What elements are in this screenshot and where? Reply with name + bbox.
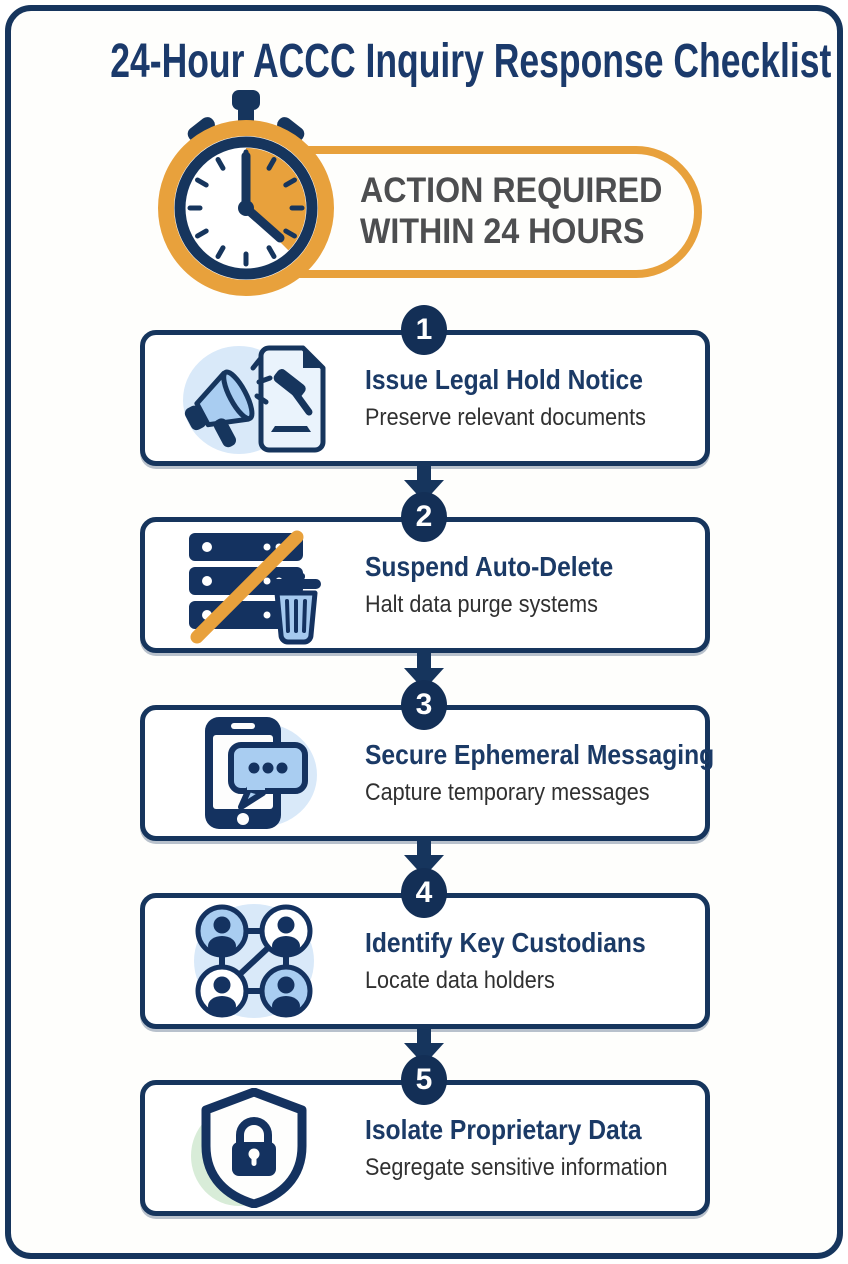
action-banner-line2: WITHIN 24 HOURS [360,212,645,251]
megaphone-gavel-document-icon [183,345,326,454]
flow-arrow-icon [404,1025,444,1065]
step-subtitle: Preserve relevant documents [365,404,646,431]
step-number-badge: 3 [401,680,447,730]
people-network-icon [194,904,314,1018]
server-slash-trash-icon [189,530,321,645]
step-title: Isolate Proprietary Data [365,1114,642,1145]
step-subtitle: Capture temporary messages [365,779,650,806]
step-title: Identify Key Custodians [365,927,646,958]
shield-lock-icon [191,1088,307,1208]
step-title: Suspend Auto-Delete [365,551,614,582]
flow-arrow-icon [404,837,444,877]
step-number-badge: 1 [401,305,447,355]
step-card-5: Isolate Proprietary Data Segregate sensi… [140,1080,710,1216]
step-subtitle: Halt data purge systems [365,591,598,618]
action-banner-text: ACTION REQUIRED WITHIN 24 HOURS [360,154,689,270]
step-card-4: Identify Key Custodians Locate data hold… [140,893,710,1029]
step-subtitle: Segregate sensitive information [365,1154,668,1181]
step-number-badge: 5 [401,1055,447,1105]
step-number-badge: 2 [401,492,447,542]
step-subtitle: Locate data holders [365,967,555,994]
stopwatch-icon [158,90,334,296]
step-number-badge: 4 [401,868,447,918]
page-title: 24-Hour ACCC Inquiry Response Checklist [110,35,832,88]
flow-arrow-icon [404,650,444,690]
step-title: Secure Ephemeral Messaging [365,739,715,770]
step-title: Issue Legal Hold Notice [365,364,643,395]
phone-chat-bubble-icon [205,717,317,829]
flow-arrow-icon [404,462,444,502]
action-banner-line1: ACTION REQUIRED [360,171,663,211]
